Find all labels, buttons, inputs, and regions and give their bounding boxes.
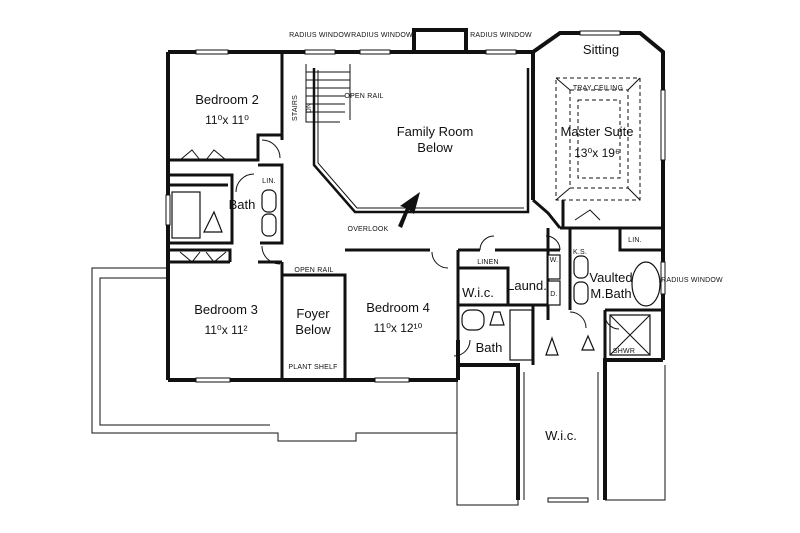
open-rail-label: OPEN RAIL: [344, 93, 383, 100]
radius-window-label: RADIUS WINDOW: [351, 32, 413, 39]
linen-label: LINEN: [477, 259, 499, 266]
washer-label: W.: [550, 257, 559, 264]
foyer-below-label: Below: [295, 322, 331, 337]
stairs-label: STAIRS: [292, 95, 299, 121]
labels: RADIUS WINDOW RADIUS WINDOW RADIUS WINDO…: [194, 32, 723, 443]
radius-window-label: RADIUS WINDOW: [661, 277, 723, 284]
overlook-arrow-icon: [398, 192, 420, 228]
plant-shelf-label: PLANT SHELF: [288, 364, 337, 371]
dn-label: DN: [306, 103, 313, 114]
open-rail-label: OPEN RAIL: [294, 267, 333, 274]
bath-1-label: Bath: [229, 197, 256, 212]
fixtures: [171, 189, 661, 500]
vaulted-label: Vaulted: [589, 270, 632, 285]
bedroom-2-dimensions: 11⁰x 11⁰: [205, 113, 249, 127]
knee-space-label: K.S.: [573, 249, 587, 256]
family-room-below-label: Below: [417, 140, 453, 155]
walk-in-closet-label: W.i.c.: [462, 285, 494, 300]
sitting-label: Sitting: [583, 42, 619, 57]
tray-ceiling: [555, 77, 641, 201]
radius-window-label: RADIUS WINDOW: [470, 32, 532, 39]
interior-walls: [168, 52, 663, 380]
family-room-overlook: [305, 64, 530, 228]
laundry-label: Laund.: [507, 278, 547, 293]
shower-label: SHWR: [613, 348, 635, 355]
bedroom-4-label: Bedroom 4: [366, 300, 430, 315]
bath-2-label: Bath: [476, 340, 503, 355]
bedroom-4-dimensions: 11⁰x 12¹⁰: [374, 321, 423, 335]
bedroom-2-label: Bedroom 2: [195, 92, 259, 107]
dryer-label: D.: [550, 291, 557, 298]
master-walk-in-closet-label: W.i.c.: [545, 428, 577, 443]
master-linen-label: LIN.: [628, 237, 642, 244]
radius-window-label: RADIUS WINDOW: [289, 32, 351, 39]
family-room-label: Family Room: [397, 124, 474, 139]
tray-ceiling-label: TRAY CEILING: [573, 85, 623, 92]
master-suite-label: Master Suite: [561, 124, 634, 139]
windows: [165, 30, 666, 503]
master-bath-label: M.Bath: [590, 286, 631, 301]
foyer-label: Foyer: [296, 306, 330, 321]
linen-closet-label: LIN.: [262, 178, 276, 185]
doors: [179, 139, 620, 357]
overlook-label: OVERLOOK: [348, 226, 389, 233]
lower-level-outline: [91, 267, 666, 506]
master-suite-dimensions: 13⁰x 19⁶: [574, 146, 620, 160]
bedroom-3-label: Bedroom 3: [194, 302, 258, 317]
bedroom-3-dimensions: 11⁰x 11²: [204, 323, 247, 337]
